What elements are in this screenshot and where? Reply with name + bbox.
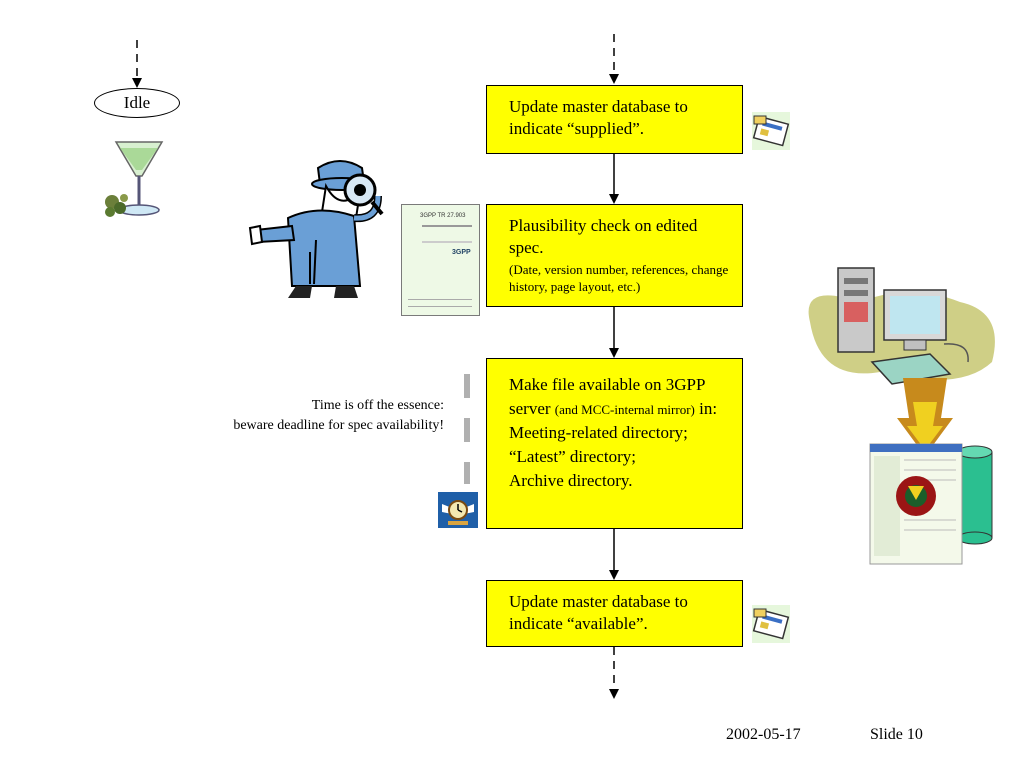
download-arrow-icon bbox=[897, 378, 953, 456]
flow-arrow-2 bbox=[609, 307, 619, 358]
time-note-line-2: beware deadline for spec availability! bbox=[233, 418, 444, 433]
footer-date: 2002-05-17 bbox=[726, 726, 801, 743]
spec-document-thumbnail: 3GPP TR 27.903 3GPP bbox=[401, 204, 480, 316]
file-server-icon bbox=[869, 443, 993, 565]
step-update-available-text: Update master database to indicate “avai… bbox=[509, 592, 688, 633]
directory-meeting: Meeting-related directory; bbox=[509, 423, 688, 442]
martini-glass-icon bbox=[105, 141, 164, 217]
step-plausibility-detail: (Date, version number, references, chang… bbox=[509, 262, 729, 294]
detective-magnifier-icon bbox=[248, 160, 384, 298]
computer-workstation-icon bbox=[808, 267, 995, 385]
winged-clock-icon bbox=[438, 492, 478, 528]
time-note-line-1: Time is off the essence: bbox=[311, 398, 444, 413]
step-update-available: Update master database to indicate “avai… bbox=[486, 580, 743, 647]
spec-document-brand: 3GPP bbox=[452, 249, 471, 256]
flow-arrow-3 bbox=[609, 529, 619, 580]
exit-dashed-arrow bbox=[609, 647, 619, 699]
database-card-icon bbox=[752, 605, 790, 643]
step-make-available-mirror: (and MCC-internal mirror) bbox=[554, 402, 695, 417]
step-update-supplied: Update master database to indicate “supp… bbox=[486, 85, 743, 154]
step-make-available: Make file available on 3GPP server (and … bbox=[486, 358, 743, 529]
step-plausibility-title: Plausibility check on edited spec. bbox=[509, 216, 698, 257]
deadline-dashed-marker bbox=[464, 374, 470, 484]
slide-number: Slide 10 bbox=[870, 726, 923, 743]
step-update-supplied-text: Update master database to indicate “supp… bbox=[509, 97, 688, 138]
step-make-available-in: in: bbox=[699, 399, 718, 418]
directory-archive: Archive directory. bbox=[509, 471, 633, 490]
directory-latest: “Latest” directory; bbox=[509, 447, 636, 466]
entry-dashed-arrow bbox=[609, 34, 619, 84]
spec-document-heading: 3GPP TR 27.903 bbox=[420, 213, 466, 219]
idle-dashed-arrow bbox=[132, 40, 142, 88]
step-make-available-title: Make file available on 3GPP server bbox=[509, 375, 705, 418]
database-card-icon bbox=[752, 112, 790, 150]
step-plausibility-check: Plausibility check on edited spec. (Date… bbox=[486, 204, 743, 307]
idle-state: Idle bbox=[94, 88, 180, 118]
flow-arrow-1 bbox=[609, 154, 619, 204]
